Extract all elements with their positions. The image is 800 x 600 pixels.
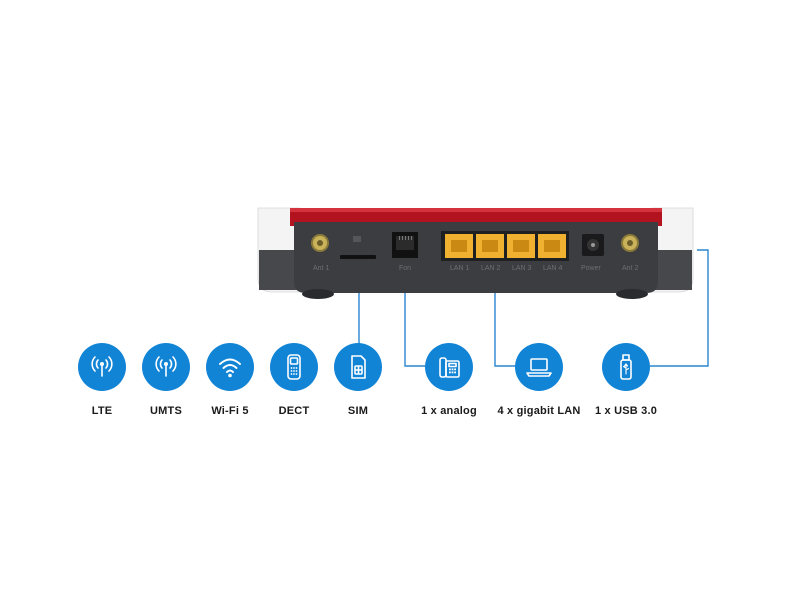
router-foot-left bbox=[302, 289, 334, 299]
antenna-icon bbox=[91, 356, 113, 377]
wifi-icon bbox=[219, 358, 241, 378]
lan-port-4 bbox=[538, 234, 566, 258]
router-left-grey bbox=[259, 250, 299, 290]
port-label-lan4: LAN 4 bbox=[543, 265, 563, 272]
router-red-highlight bbox=[290, 208, 662, 212]
feature-label-sim: SIM bbox=[347, 405, 369, 417]
router-red-band bbox=[290, 208, 662, 226]
port-label-lan1: LAN 1 bbox=[450, 265, 470, 272]
antenna-icon bbox=[155, 356, 177, 377]
feature-lte: LTE bbox=[52, 343, 152, 417]
feature-usb: 1 x USB 3.0 bbox=[576, 343, 676, 417]
antenna-connector-2 bbox=[621, 234, 639, 252]
usb-circle bbox=[602, 343, 650, 391]
feature-dect: DECT bbox=[244, 343, 344, 417]
antenna-connector-1 bbox=[311, 234, 329, 252]
wifi-circle bbox=[206, 343, 254, 391]
lte-circle bbox=[78, 343, 126, 391]
feature-umts: UMTS bbox=[116, 343, 216, 417]
analog-circle bbox=[425, 343, 473, 391]
feature-label-lte: LTE bbox=[91, 405, 113, 417]
sim-card-icon bbox=[351, 355, 366, 379]
feature-label-usb: 1 x USB 3.0 bbox=[594, 405, 658, 417]
umts-circle bbox=[142, 343, 190, 391]
sim-slot bbox=[340, 236, 376, 259]
lan-port-2 bbox=[476, 234, 504, 258]
feature-label-umts: UMTS bbox=[150, 405, 182, 417]
feature-label-analog: 1 x analog bbox=[421, 405, 477, 417]
feature-label-dect: DECT bbox=[278, 405, 310, 417]
power-jack bbox=[582, 234, 604, 256]
router-foot-right bbox=[616, 289, 648, 299]
feature-label-gigabit-lan: 4 x gigabit LAN bbox=[497, 405, 581, 417]
feature-gigabit-lan: 4 x gigabit LAN bbox=[489, 343, 589, 417]
connector-lines bbox=[358, 249, 709, 367]
port-label-ant1: Ant 1 bbox=[313, 265, 329, 272]
desk-phone-icon bbox=[439, 357, 460, 378]
lan-port-3 bbox=[507, 234, 535, 258]
port-label-power: Power bbox=[581, 265, 602, 272]
port-label-ant2: Ant 2 bbox=[622, 265, 638, 272]
lan-connector-line bbox=[494, 283, 517, 367]
usb-stick-icon bbox=[620, 354, 632, 380]
fon-port bbox=[392, 232, 418, 258]
lan-port-1 bbox=[445, 234, 473, 258]
port-label-lan2: LAN 2 bbox=[481, 265, 501, 272]
laptop-icon bbox=[526, 358, 552, 377]
lan-ports bbox=[441, 231, 569, 261]
dect-circle bbox=[270, 343, 318, 391]
lan-circle bbox=[515, 343, 563, 391]
router-right-grey bbox=[652, 250, 692, 290]
analog-connector-line bbox=[404, 283, 426, 367]
feature-wifi: Wi-Fi 5 bbox=[180, 343, 280, 417]
port-label-fon: Fon bbox=[399, 265, 411, 272]
feature-label-wifi: Wi-Fi 5 bbox=[211, 405, 249, 417]
feature-sim: SIM bbox=[308, 343, 408, 417]
port-label-lan3: LAN 3 bbox=[512, 265, 532, 272]
cordless-phone-icon bbox=[287, 354, 301, 380]
usb-connector-line bbox=[650, 249, 709, 367]
port-labels: Ant 1 Fon LAN 1 LAN 2 LAN 3 LAN 4 Power … bbox=[313, 265, 638, 272]
router: Ant 1 Fon LAN 1 LAN 2 LAN 3 LAN 4 Power … bbox=[257, 207, 694, 299]
sim-circle bbox=[334, 343, 382, 391]
feature-analog: 1 x analog bbox=[399, 343, 499, 417]
